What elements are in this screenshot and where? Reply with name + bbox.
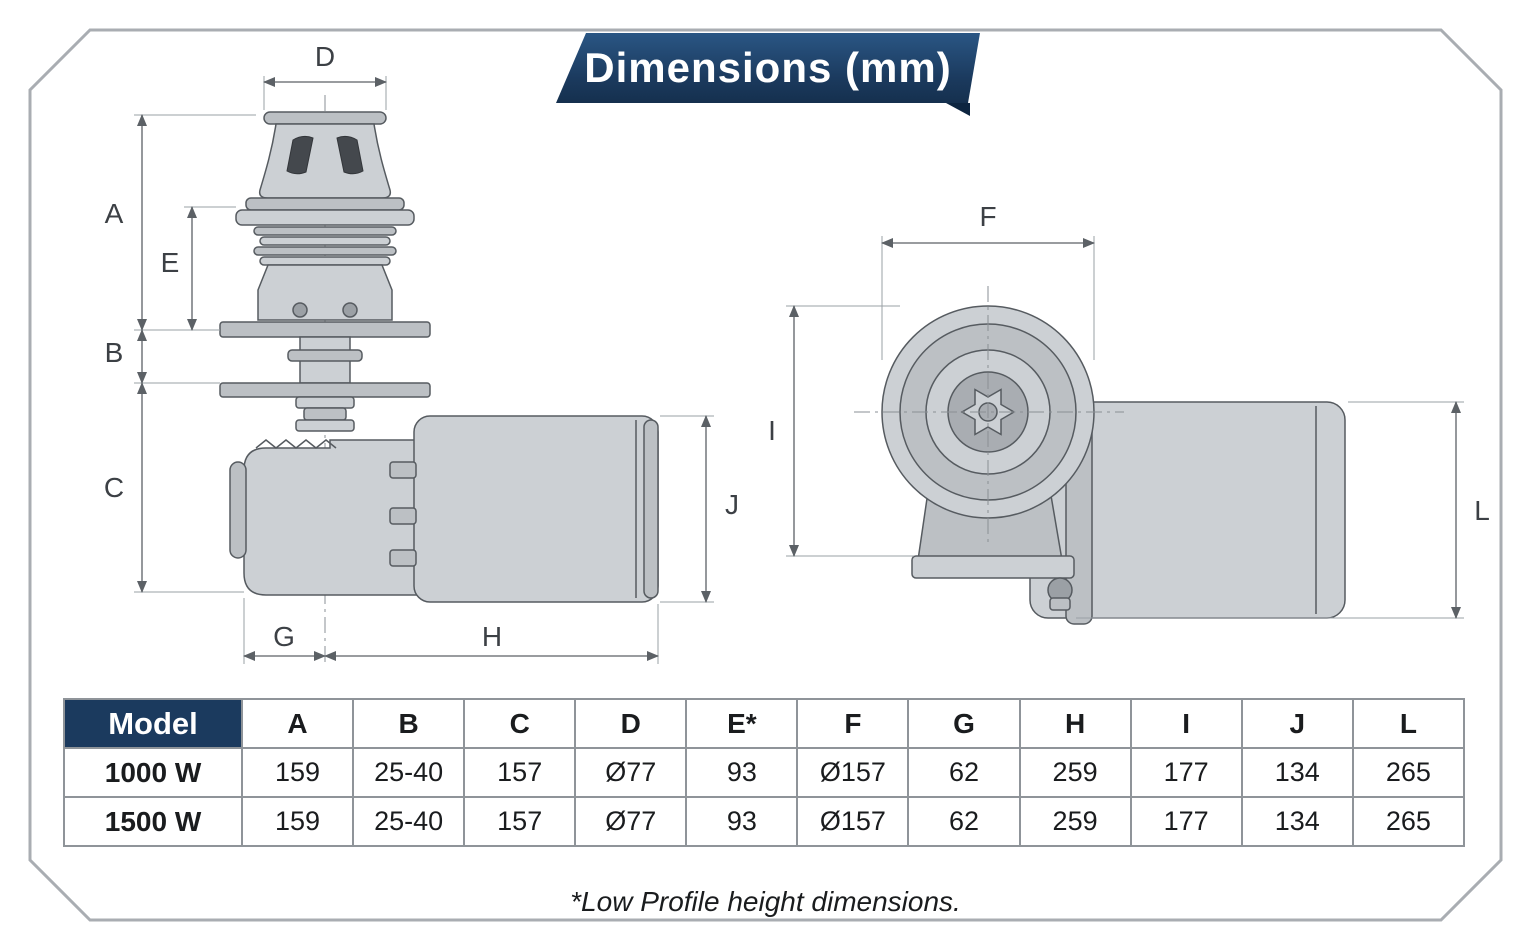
dim-label-J: J <box>725 489 739 520</box>
clutch-bolt-left <box>292 302 308 318</box>
deck-plates <box>219 321 431 398</box>
value-1500w-E: 93 <box>685 796 799 847</box>
value-1000w-I: 177 <box>1129 747 1243 798</box>
header-A: A <box>240 698 355 749</box>
value-1500w-H: 259 <box>1018 796 1132 847</box>
title-banner: Dimensions (mm) <box>556 33 980 103</box>
footnote: *Low Profile height dimensions. <box>570 886 961 917</box>
header-I: I <box>1129 698 1243 749</box>
dim-label-B: B <box>105 337 124 368</box>
value-1500w-I: 177 <box>1129 796 1243 847</box>
header-F: F <box>796 698 910 749</box>
dim-I: I <box>768 305 914 557</box>
dim-G-H: G H <box>243 598 659 664</box>
side-view-drawing: D A E B <box>104 41 739 664</box>
page-title: Dimensions (mm) <box>584 44 952 91</box>
end-view-drawing: F I L <box>768 201 1490 625</box>
value-1000w-E: 93 <box>685 747 799 798</box>
dim-label-A: A <box>105 198 124 229</box>
dim-label-E: E <box>161 247 180 278</box>
value-1500w-L: 265 <box>1351 796 1466 847</box>
header-G: G <box>907 698 1021 749</box>
dim-J: J <box>660 415 739 603</box>
header-L: L <box>1351 698 1466 749</box>
dimensions-table: Model A B C D E* F G H I J L 1000 W 159 … <box>63 698 1466 847</box>
value-1000w-H: 259 <box>1018 747 1132 798</box>
banner-fold <box>946 103 970 116</box>
value-1000w-G: 62 <box>907 747 1021 798</box>
header-C: C <box>463 698 577 749</box>
dim-label-C: C <box>104 472 124 503</box>
clutch-stack <box>253 226 397 321</box>
value-1000w-A: 159 <box>240 747 355 798</box>
motor-side-view <box>389 415 659 603</box>
header-B: B <box>352 698 466 749</box>
value-1500w-D: Ø77 <box>574 796 688 847</box>
table-header-row: Model A B C D E* F G H I J L <box>63 698 1466 749</box>
dim-F: F <box>881 201 1095 360</box>
value-1500w-C: 157 <box>463 796 577 847</box>
value-1500w-B: 25-40 <box>352 796 466 847</box>
value-1500w-G: 62 <box>907 796 1021 847</box>
model-1000w: 1000 W <box>63 747 243 798</box>
header-J: J <box>1240 698 1354 749</box>
dim-label-L: L <box>1474 495 1490 526</box>
chain-pipe <box>229 461 247 559</box>
chainwheel-housing <box>854 286 1124 546</box>
clutch-bolt-right <box>342 302 358 318</box>
value-1000w-B: 25-40 <box>352 747 466 798</box>
value-1500w-A: 159 <box>240 796 355 847</box>
table-row-1500w: 1500 W 159 25-40 157 Ø77 93 Ø157 62 259 … <box>63 796 1466 847</box>
dim-B: B <box>105 329 220 384</box>
dim-A: A <box>105 114 256 331</box>
dim-label-F: F <box>979 201 996 232</box>
dim-L: L <box>1076 401 1490 619</box>
value-1500w-F: Ø157 <box>796 796 910 847</box>
dim-label-H: H <box>482 621 502 652</box>
header-model: Model <box>63 698 243 749</box>
dim-D: D <box>263 41 387 110</box>
dim-label-D: D <box>315 41 335 72</box>
motor-terminal-2 <box>389 507 417 525</box>
dim-label-I: I <box>768 415 776 446</box>
header-D: D <box>574 698 688 749</box>
value-1000w-L: 265 <box>1351 747 1466 798</box>
motor-terminal-1 <box>389 461 417 479</box>
value-1000w-F: Ø157 <box>796 747 910 798</box>
model-1500w: 1500 W <box>63 796 243 847</box>
drum-slot-left <box>286 135 314 175</box>
dim-label-G: G <box>273 621 295 652</box>
dim-E: E <box>161 206 236 331</box>
header-E: E* <box>685 698 799 749</box>
motor-terminal-3 <box>389 549 417 567</box>
value-1000w-C: 157 <box>463 747 577 798</box>
table-row-1000w: 1000 W 159 25-40 157 Ø77 93 Ø157 62 259 … <box>63 747 1466 798</box>
value-1000w-J: 134 <box>1240 747 1354 798</box>
capstan-drum <box>235 111 415 226</box>
value-1000w-D: Ø77 <box>574 747 688 798</box>
value-1500w-J: 134 <box>1240 796 1354 847</box>
drum-slot-right <box>336 135 364 175</box>
dim-C: C <box>104 382 244 593</box>
motor-end-view <box>1029 395 1346 625</box>
header-H: H <box>1018 698 1132 749</box>
